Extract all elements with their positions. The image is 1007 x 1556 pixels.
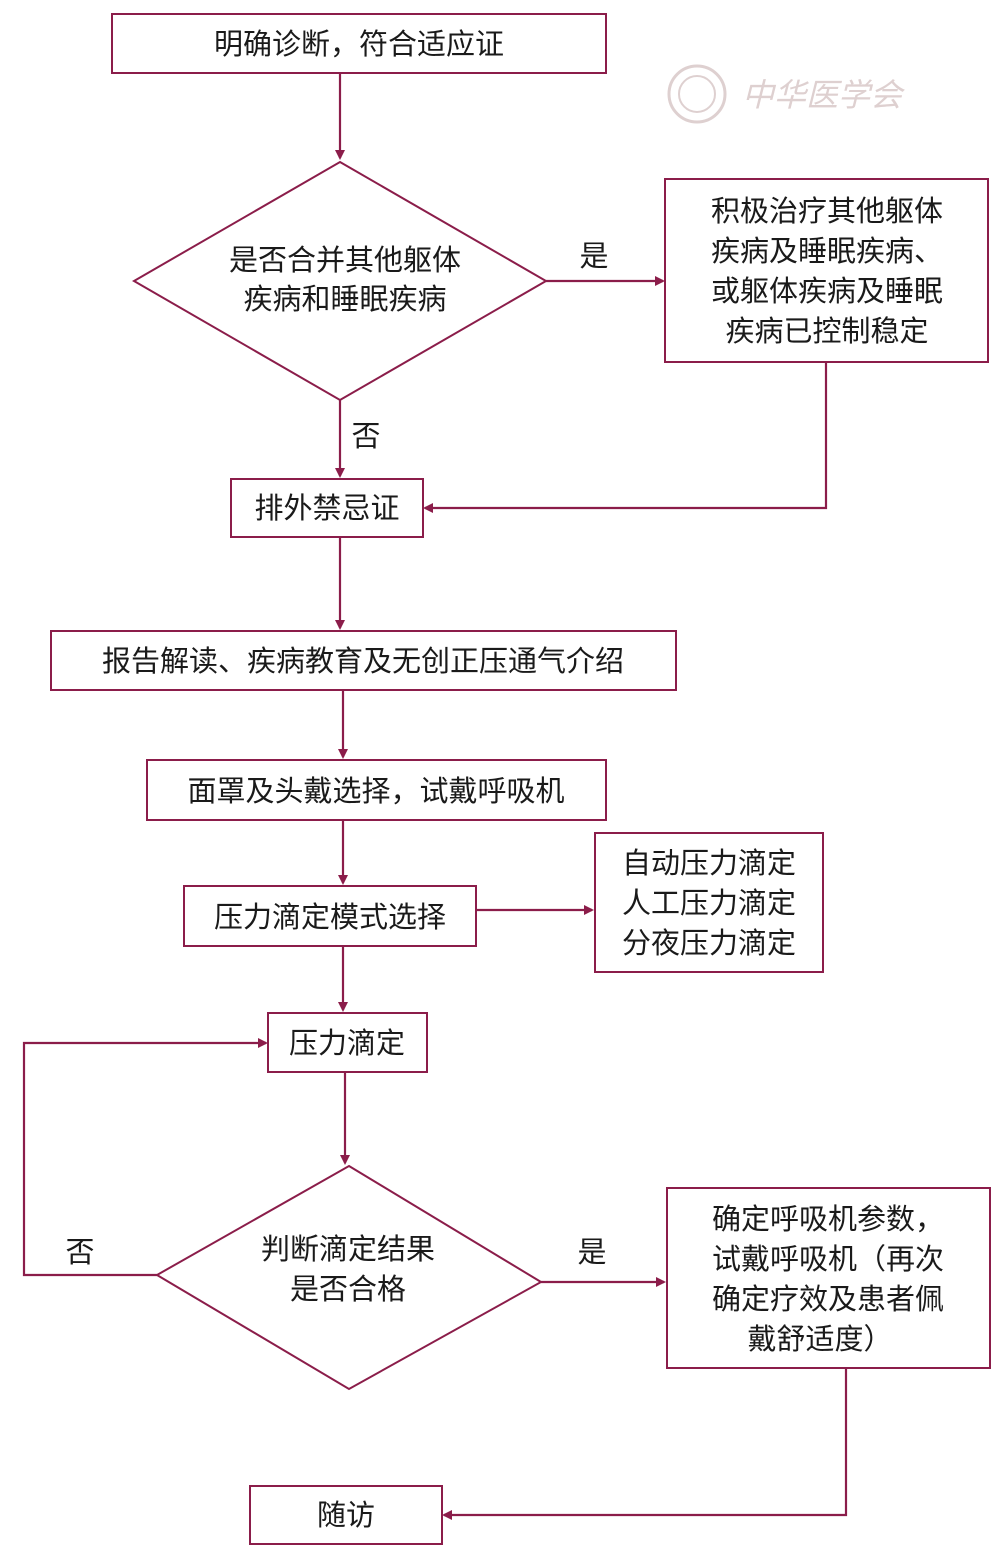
node-decision-comorbidity: 是否合并其他躯体 疾病和睡眠疾病 <box>132 160 548 402</box>
decision-result-line-1: 判断滴定结果 <box>261 1232 435 1266</box>
node-mask-selection: 面罩及头戴选择，试戴呼吸机 <box>146 759 607 821</box>
exclude-label: 排外禁忌证 <box>254 491 399 525</box>
treat-line-3: 或躯体疾病及睡眠 <box>711 274 943 308</box>
mask-label: 面罩及头戴选择，试戴呼吸机 <box>187 774 564 808</box>
decision-comorbidity-line-1: 是否合并其他躯体 <box>229 243 461 277</box>
node-follow-up: 随访 <box>249 1485 443 1545</box>
option-auto: 自动压力滴定 <box>622 846 796 880</box>
seal-icon <box>667 64 727 124</box>
node-treat-comorbidity: 积极治疗其他躯体 疾病及睡眠疾病、 或躯体疾病及睡眠 疾病已控制稳定 <box>664 178 989 363</box>
watermark: 中华医学会 <box>667 64 905 124</box>
treat-line-1: 积极治疗其他躯体 <box>711 194 943 228</box>
option-manual: 人工压力滴定 <box>622 886 796 920</box>
confirm-line-3: 确定疗效及患者佩 <box>712 1282 944 1316</box>
node-titration: 压力滴定 <box>267 1012 428 1073</box>
confirm-line-2: 试戴呼吸机（再次 <box>712 1242 944 1276</box>
treat-line-4: 疾病已控制稳定 <box>725 314 928 348</box>
option-split-night: 分夜压力滴定 <box>622 926 796 960</box>
mode-label: 压力滴定模式选择 <box>214 900 446 934</box>
edge-confirm-followup <box>442 1368 848 1520</box>
node-decision-result: 判断滴定结果 是否合格 <box>155 1164 543 1391</box>
node-confirm-parameters: 确定呼吸机参数， 试戴呼吸机（再次 确定疗效及患者佩 戴舒适度） <box>666 1187 991 1369</box>
confirm-line-4: 戴舒适度） <box>747 1322 892 1356</box>
node-exclude-contraindication: 排外禁忌证 <box>230 478 424 538</box>
decision-comorbidity-line-2: 疾病和睡眠疾病 <box>243 282 446 316</box>
node-titration-mode: 压力滴定模式选择 <box>183 885 477 947</box>
edge-label-no-2: 否 <box>65 1235 94 1269</box>
edge-label-yes-2: 是 <box>577 1235 606 1269</box>
decision-result-line-2: 是否合格 <box>290 1272 406 1306</box>
node-start: 明确诊断，符合适应证 <box>111 13 607 74</box>
education-label: 报告解读、疾病教育及无创正压通气介绍 <box>102 644 624 678</box>
edge-label-yes-1: 是 <box>579 239 608 273</box>
connectors <box>22 73 848 1520</box>
edge-label-no-1: 否 <box>351 419 380 453</box>
node-titration-options: 自动压力滴定 人工压力滴定 分夜压力滴定 <box>594 832 824 973</box>
edge-treat-exclude <box>423 362 828 513</box>
node-start-label: 明确诊断，符合适应证 <box>214 27 504 61</box>
confirm-line-1: 确定呼吸机参数， <box>712 1202 944 1236</box>
treat-line-2: 疾病及睡眠疾病、 <box>711 234 943 268</box>
watermark-text: 中华医学会 <box>742 76 905 114</box>
titration-label: 压力滴定 <box>289 1026 405 1060</box>
edge-decision-titration-loop <box>22 1038 268 1277</box>
follow-up-label: 随访 <box>317 1498 375 1532</box>
node-education: 报告解读、疾病教育及无创正压通气介绍 <box>50 630 677 691</box>
